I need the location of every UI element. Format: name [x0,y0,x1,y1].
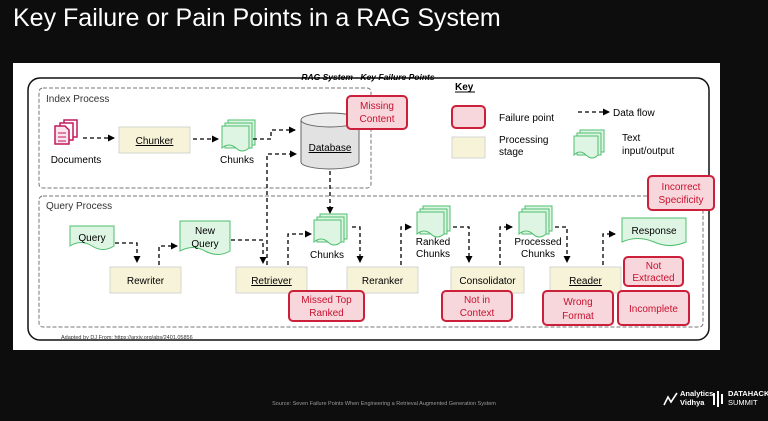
retriever-label: Retriever [251,276,292,287]
rewriter-label: Rewriter [127,276,165,287]
processed-chunks-icon [518,205,553,238]
flow-processed-reader [555,226,571,263]
rag-diagram: RAG System - Key Failure Points Index Pr… [13,63,720,350]
not-in-context-label-1: Not in [464,295,490,306]
incomplete-label: Incomplete [629,304,678,315]
flow-newquery-retriever [231,239,267,264]
chunker-label: Chunker [136,136,174,147]
missing-content-label-2: Content [359,114,394,125]
ranked-chunks-label-1: Ranked [416,237,450,248]
index-process-label: Index Process [46,94,109,105]
key-text-label-1: Text [622,133,641,144]
slide-title: Key Failure or Pain Points in a RAG Syst… [13,4,501,32]
flow-retriever-chunks [287,230,312,265]
failure-incorrect-specificity [647,175,715,211]
incorrect-specificity-label-2: Specificity [658,195,703,206]
chunks-index-icon [221,119,256,152]
chunker-stage [118,126,191,154]
key-dataflow-label: Data flow [613,108,655,119]
analytics-vidhya-logo: Analytics Vidhya [663,387,713,411]
not-extracted-label-2: Extracted [632,273,674,284]
processed-chunks-label-1: Processed [514,237,561,248]
key-failure-swatch [451,105,486,129]
consolidator-label: Consolidator [459,276,516,287]
key-stage-swatch [451,136,486,159]
query-label: Query [78,233,105,244]
missed-top-ranked-label-1: Missed Top [301,295,352,306]
key-text-icon [573,129,605,159]
failure-missed-top-ranked [288,290,365,322]
key-title: Key [455,82,474,93]
incorrect-specificity-label-1: Incorrect [662,182,701,193]
new-query-label-2: Query [191,239,218,250]
failure-not-in-context [441,290,513,322]
flow-reader-response [602,230,616,265]
new-query-label-1: New [195,226,216,237]
index-process-group [38,87,372,189]
not-extracted-label-1: Not [646,261,662,272]
av-text-1: Analytics [680,389,714,398]
key-text-label-2: input/output [622,146,674,157]
new-query-icon [179,220,231,255]
flow-chunks-reranker [352,226,364,263]
documents-label: Documents [51,155,102,166]
key-failure-label: Failure point [499,113,554,124]
reranker-stage [346,266,419,294]
wrong-format-label-2: Format [562,311,594,322]
reader-label: Reader [569,276,602,287]
ranked-chunks-label-2: Chunks [416,249,450,260]
flow-query-rewriter [115,242,141,263]
response-icon [621,217,687,246]
database-cylinder [300,112,360,170]
missing-content-label-1: Missing [360,101,394,112]
flow-ranked-consolidator [453,226,473,263]
query-process-group [38,195,704,328]
retriever-stage [235,266,308,294]
dh-text-1: DATAHACK [728,389,768,398]
reader-stage [549,266,622,294]
rewriter-stage [109,266,182,294]
consolidator-stage [450,266,525,294]
dh-text-2: SUMMIT [728,398,758,407]
av-text-2: Vidhya [680,398,705,407]
key-stage-label-2: stage [499,147,524,158]
failure-missing-content [346,95,408,130]
query-icon [69,225,115,250]
chunks-index-label: Chunks [220,155,254,166]
failure-incomplete [617,290,690,326]
flow-consolidator-processed [499,223,513,265]
chunks-query-icon [313,213,348,246]
failure-not-extracted [623,256,684,287]
chunks-query-label: Chunks [310,250,344,261]
query-process-label: Query Process [46,201,112,212]
av-logo-icon [663,392,678,406]
flow-rewriter-newquery [158,242,178,265]
flow-retriever-database [266,150,297,265]
reranker-label: Reranker [362,276,404,287]
flow-reranker-ranked [400,223,412,265]
diagram-title: RAG System - Key Failure Points [301,72,434,82]
failure-wrong-format [542,290,614,326]
not-in-context-label-2: Context [460,308,495,319]
processed-chunks-label-2: Chunks [521,249,555,260]
missed-top-ranked-label-2: Ranked [309,308,343,319]
dh-logo-icon [713,391,723,407]
adapted-note: Adapted by DJ From: https://arxiv.org/ab… [61,335,193,341]
wrong-format-label-1: Wrong [563,297,592,308]
database-label: Database [309,143,352,154]
key-stage-label-1: Processing [499,135,548,146]
flow-chunks-database [253,126,296,140]
ranked-chunks-icon [416,205,451,238]
datahack-summit-logo: DATAHACK SUMMIT [713,387,768,411]
source-note: Source: Seven Failure Points When Engine… [272,401,496,407]
documents-icon [54,119,78,145]
response-label: Response [631,226,676,237]
